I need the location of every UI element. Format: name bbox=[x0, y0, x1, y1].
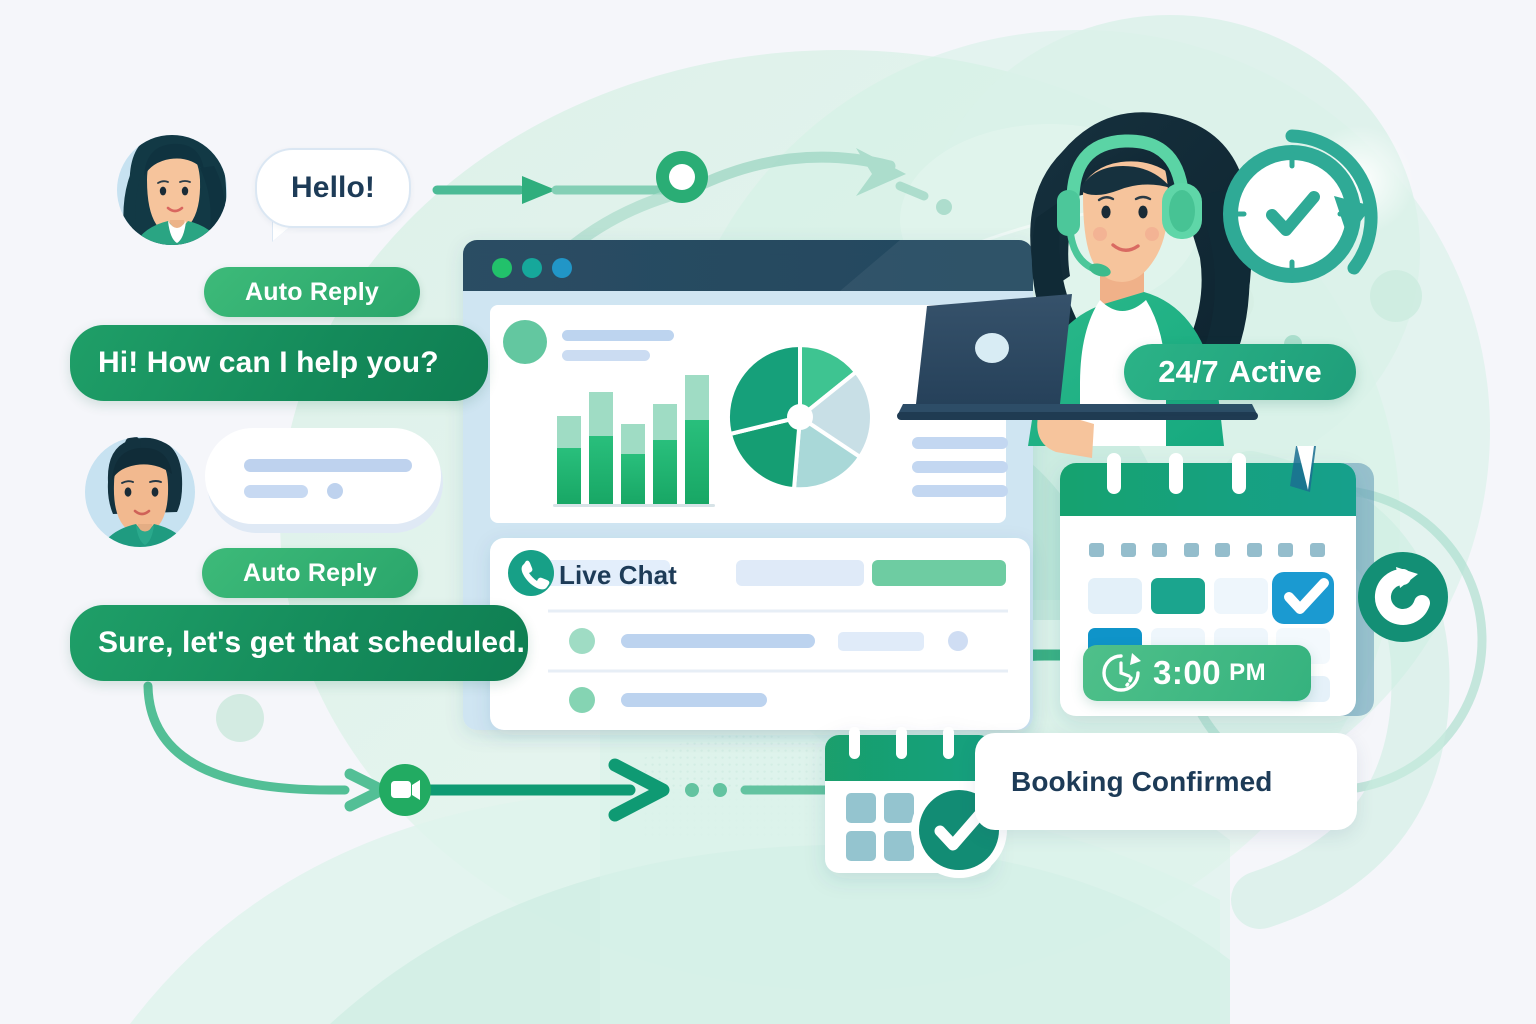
bar-base bbox=[557, 448, 581, 504]
calendar-cell bbox=[846, 831, 876, 861]
bot-message-bubble-1: Hi! How can I help you? bbox=[70, 325, 488, 401]
time-badge-meridiem: PM bbox=[1229, 659, 1267, 686]
livechat-row-avatar bbox=[569, 687, 595, 713]
bar-top bbox=[557, 416, 581, 448]
auto-reply-tag-1: Auto Reply bbox=[204, 267, 420, 317]
bar-top bbox=[621, 424, 645, 454]
bar-chart-baseline bbox=[553, 504, 715, 507]
window-button-blue bbox=[552, 258, 572, 278]
placeholder-line bbox=[621, 693, 767, 707]
bar-base bbox=[685, 420, 709, 504]
window-button-teal bbox=[522, 258, 542, 278]
placeholder-line bbox=[912, 485, 1008, 497]
calendar-ring bbox=[1232, 453, 1246, 494]
booking-confirmed-card: Booking Confirmed bbox=[975, 733, 1357, 830]
bar-chart bbox=[553, 375, 715, 507]
pie-slice bbox=[796, 369, 874, 460]
livechat-action-button bbox=[872, 560, 1006, 586]
bot-message-bubble-2: Sure, let's get that scheduled. bbox=[70, 605, 528, 681]
eye bbox=[1101, 205, 1111, 219]
video-node-icon bbox=[379, 764, 431, 816]
refresh-icon bbox=[1358, 552, 1448, 642]
auto-reply-tag-label: Auto Reply bbox=[243, 558, 377, 587]
livechat-row-status bbox=[948, 631, 968, 651]
check-mark bbox=[1284, 578, 1329, 614]
calendar-ring bbox=[1169, 453, 1183, 494]
pie-chart bbox=[726, 342, 874, 492]
arrow-bottom-head-icon bbox=[608, 758, 670, 822]
placeholder-line bbox=[912, 437, 1008, 449]
curve-bottom-left bbox=[143, 681, 335, 795]
calendar-cell bbox=[884, 793, 914, 823]
decorative-dot bbox=[1370, 270, 1422, 322]
calendar-day bbox=[1214, 578, 1268, 614]
window-button-green bbox=[492, 258, 512, 278]
check-mark bbox=[1266, 191, 1320, 236]
calendar-weekday-row bbox=[1089, 543, 1325, 557]
calendar-day bbox=[1088, 578, 1142, 614]
laptop-icon bbox=[897, 294, 1258, 420]
hello-bubble: Hello! bbox=[255, 148, 411, 228]
eye bbox=[1138, 205, 1148, 219]
placeholder-line bbox=[621, 634, 815, 648]
pie-slice bbox=[727, 414, 803, 492]
placeholder-line bbox=[562, 330, 674, 341]
status-badge-24-7: 24/7 Active bbox=[1124, 344, 1356, 400]
calendar-small-icon bbox=[825, 727, 993, 873]
bar-top bbox=[685, 375, 709, 420]
livechat-row-avatar bbox=[569, 628, 595, 654]
badge-number: 24/7 bbox=[1158, 354, 1219, 389]
hello-bubble-label: Hello! bbox=[291, 171, 375, 204]
calendar-cell bbox=[846, 793, 876, 823]
pie-slice bbox=[798, 342, 859, 422]
typing-placeholder-bubble bbox=[205, 428, 443, 533]
booking-confirmed-label: Booking Confirmed bbox=[1011, 765, 1273, 797]
bot-message-text-2: Sure, let's get that scheduled. bbox=[98, 626, 525, 659]
time-badge-time: 3:00 bbox=[1153, 654, 1222, 691]
placeholder-line bbox=[912, 461, 1008, 473]
bot-message-text-1: Hi! How can I help you? bbox=[98, 346, 439, 379]
bar-top bbox=[653, 404, 677, 440]
smile bbox=[1111, 243, 1140, 252]
bar-base bbox=[653, 440, 677, 504]
calendar-cell bbox=[884, 831, 914, 861]
bar-top bbox=[589, 392, 613, 436]
badge-word: Active bbox=[1228, 354, 1322, 389]
auto-reply-tag-label: Auto Reply bbox=[245, 277, 379, 306]
live-chat-title: Live Chat bbox=[559, 560, 677, 590]
headset-icon bbox=[1057, 134, 1202, 277]
flow-node-circle-icon bbox=[656, 151, 708, 203]
live-chat-panel bbox=[490, 538, 1030, 730]
hair-fringe bbox=[1079, 139, 1177, 192]
arrow-top-left-icon bbox=[432, 176, 556, 204]
woman-avatar bbox=[117, 135, 227, 245]
placeholder-line bbox=[562, 350, 650, 361]
pie-slice bbox=[726, 342, 802, 437]
livechat-field-2 bbox=[736, 560, 864, 586]
livechat-field-1 bbox=[544, 560, 670, 586]
curved-arrow-top-icon bbox=[684, 148, 952, 215]
auto-reply-tag-2: Auto Reply bbox=[202, 548, 418, 598]
livechat-row-tag bbox=[838, 632, 924, 651]
pie-slice bbox=[791, 413, 863, 492]
time-badge: 3:00 PM bbox=[1083, 645, 1311, 701]
man-avatar bbox=[85, 437, 195, 547]
dashboard-avatar bbox=[503, 320, 547, 364]
bar-base bbox=[589, 436, 613, 504]
calendar-ring bbox=[1107, 453, 1121, 494]
bar-base bbox=[621, 454, 645, 504]
clock-refresh-icon bbox=[1102, 653, 1141, 692]
calendar-day-highlight bbox=[1151, 578, 1205, 614]
